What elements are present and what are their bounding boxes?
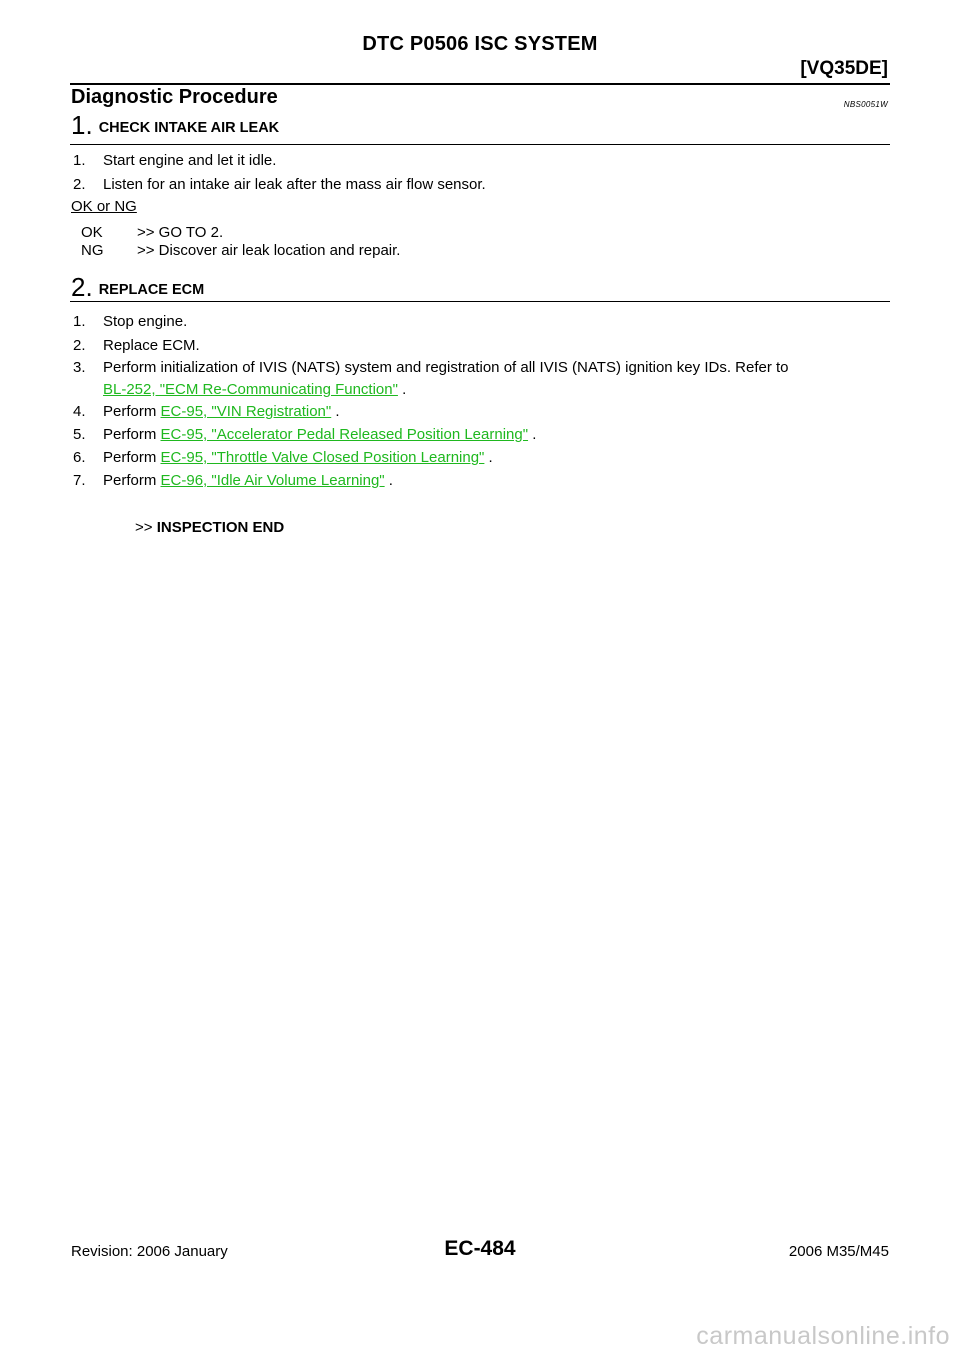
item-text: Perform initialization of IVIS (NATS) sy… [103,359,789,376]
item-suffix: . [331,403,340,420]
revision-label: Revision: 2006 January [71,1243,228,1260]
item-number: 4. [73,403,86,420]
ref-link-throttle-valve-learning[interactable]: EC-95, "Throttle Valve Closed Position L… [160,449,485,466]
step-1-title: CHECK INTAKE AIR LEAK [98,120,280,136]
item-number: 3. [73,359,86,376]
item-text: Listen for an intake air leak after the … [103,176,486,193]
list-item: 1. Stop engine. [73,311,888,333]
end-prefix: >> [135,519,157,536]
step-2-title: REPLACE ECM [98,282,205,298]
item-text: Start engine and let it idle. [103,152,277,169]
ref-link-idle-air-volume-learning[interactable]: EC-96, "Idle Air Volume Learning" [160,472,385,489]
section-heading: Diagnostic Procedure [71,86,278,108]
item-text: Perform [103,403,161,420]
step-2-rule [70,301,890,302]
item-suffix: . [384,472,393,489]
watermark: carmanualsonline.info [696,1322,950,1350]
model-label: 2006 M35/M45 [788,1243,889,1260]
header-rule [70,83,890,85]
item-number: 5. [73,426,86,443]
list-item: 7. Perform EC-96, "Idle Air Volume Learni… [73,470,888,492]
step-2-number: 2. [71,272,93,302]
list-item: 5. Perform EC-95, "Accelerator Pedal Rele… [73,424,888,446]
step-1-heading: 1. CHECK INTAKE AIR LEAK [71,110,279,141]
item-number: 2. [73,337,86,354]
ref-link-vin-registration[interactable]: EC-95, "VIN Registration" [160,403,332,420]
result-text: >> Discover air leak location and repair… [137,242,401,259]
ref-link-ecm-recommunicating[interactable]: BL-252, "ECM Re-Communicating Function" [103,381,398,398]
item-text: Stop engine. [103,313,188,330]
list-item: 2. Listen for an intake air leak after th… [73,174,888,196]
end-text: INSPECTION END [156,519,285,536]
item-number: 1. [73,313,86,330]
item-number: 6. [73,449,86,466]
step-1-number: 1. [71,110,93,140]
engine-tag: [VQ35DE] [800,58,888,79]
condition-label: OK or NG [71,198,137,215]
item-suffix: . [528,426,537,443]
list-item: 1. Start engine and let it idle. [73,150,888,172]
reference-code: NBS0051W [843,100,888,109]
item-suffix: . [397,381,407,398]
step-1-rule [70,144,890,145]
item-text: Perform [103,472,161,489]
item-number: 7. [73,472,86,489]
list-item: 6. Perform EC-95, "Throttle Valve Closed … [73,447,888,469]
result-row: NG >> Discover air leak location and repa… [81,242,400,259]
item-text: Perform [103,426,161,443]
result-row: OK >> GO TO 2. [81,224,223,241]
result-code: NG [81,242,104,259]
result-code: OK [81,224,103,241]
item-number: 1. [73,152,86,169]
list-item: 4. Perform EC-95, "VIN Registration" . [73,401,888,423]
result-text: >> GO TO 2. [137,224,224,241]
item-text: Perform [103,449,161,466]
list-item: 3. Perform initialization of IVIS (NATS) … [73,357,888,401]
list-item: 2. Replace ECM. [73,335,888,357]
page-number: EC-484 [444,1237,516,1260]
item-number: 2. [73,176,86,193]
inspection-end: >> INSPECTION END [135,519,284,536]
item-text: Replace ECM. [103,337,200,354]
step-2-heading: 2. REPLACE ECM [71,272,204,303]
ref-link-accelerator-pedal-learning[interactable]: EC-95, "Accelerator Pedal Released Posit… [160,426,529,443]
item-suffix: . [484,449,493,466]
page-title: DTC P0506 ISC SYSTEM [362,33,598,55]
